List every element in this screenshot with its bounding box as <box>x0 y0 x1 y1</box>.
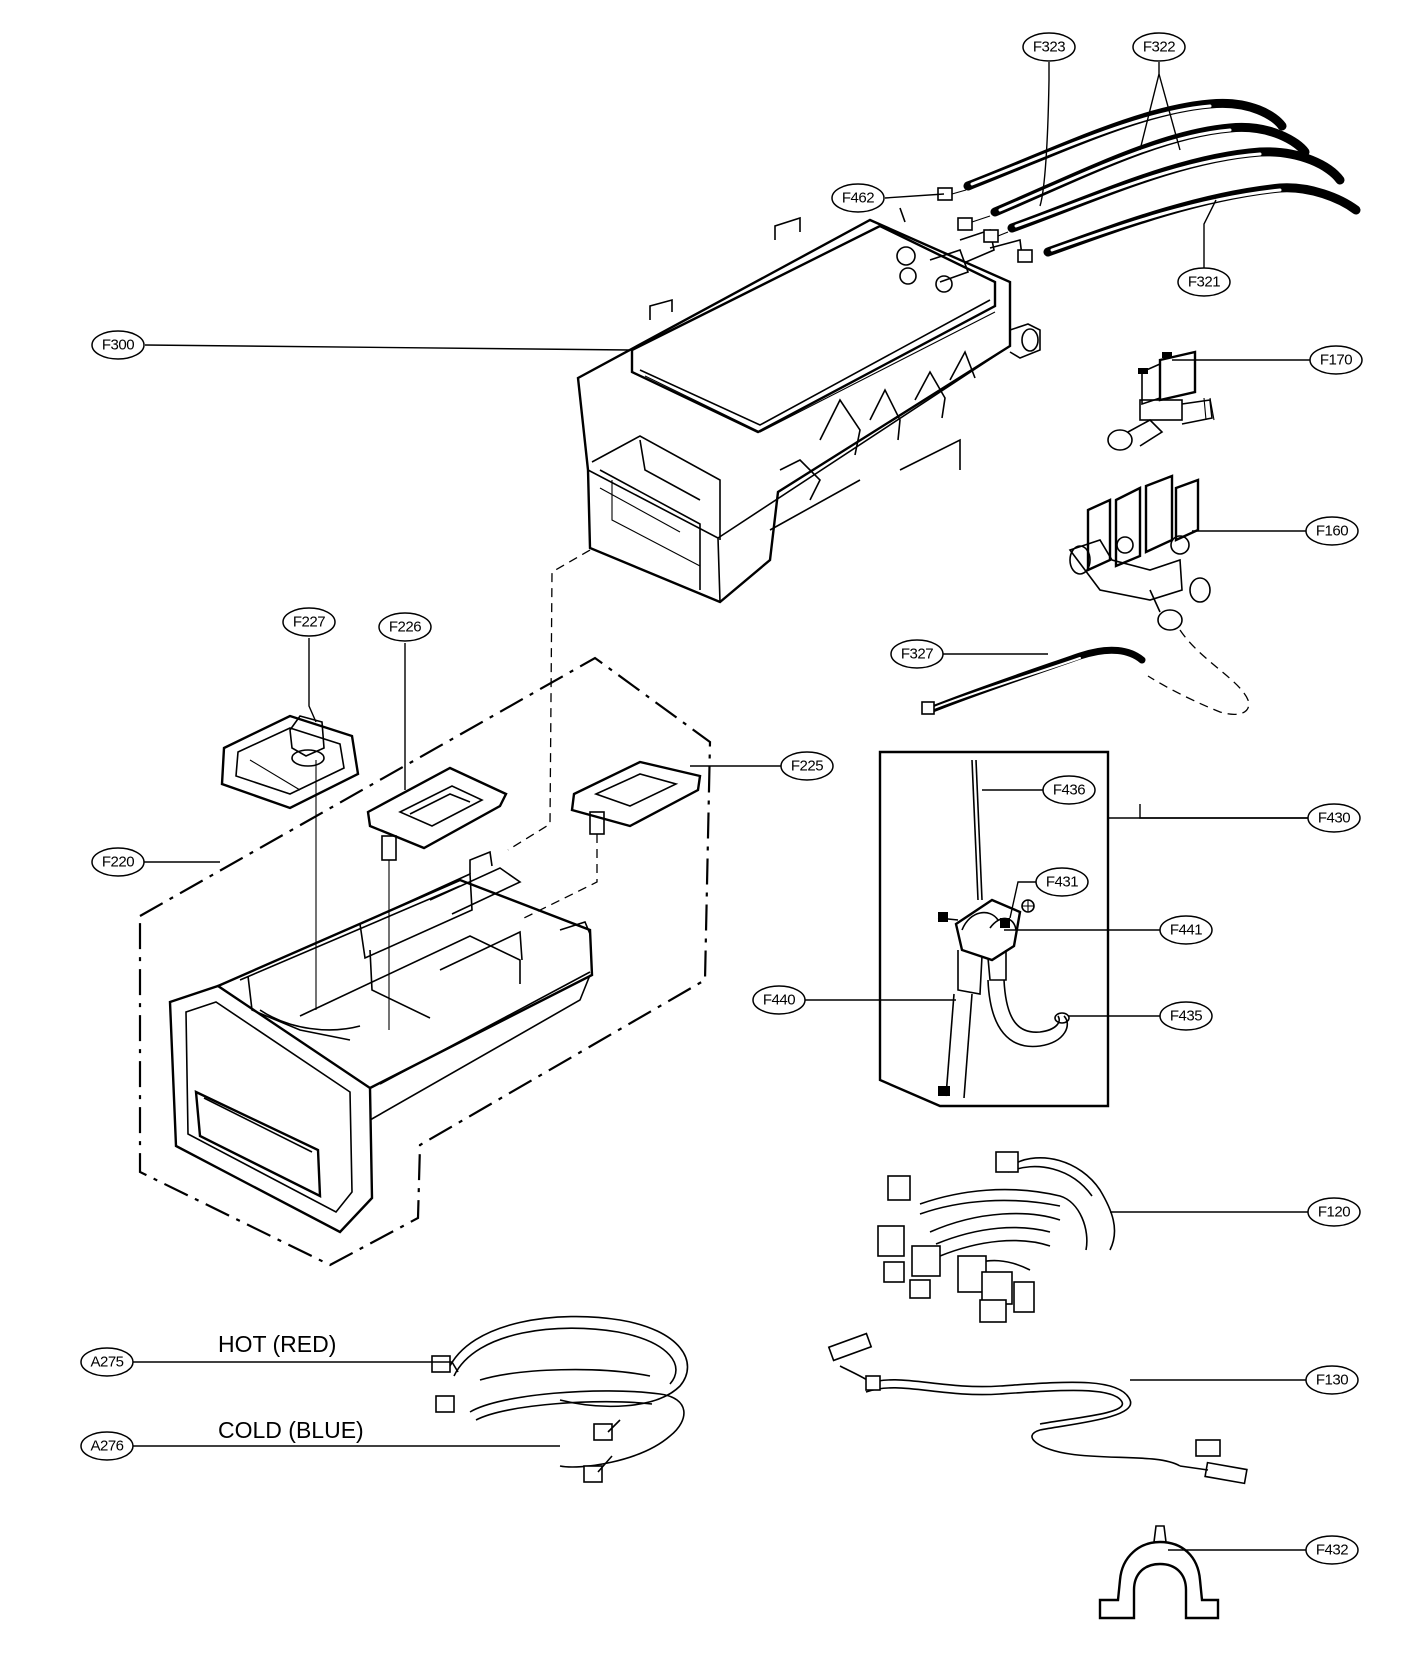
svg-text:F441: F441 <box>1170 922 1202 939</box>
svg-text:F130: F130 <box>1316 1372 1348 1389</box>
svg-text:A276: A276 <box>90 1438 123 1455</box>
svg-text:F327: F327 <box>901 646 933 663</box>
wire-harness-130 <box>827 1332 1248 1485</box>
hose-clamp <box>1098 1525 1220 1620</box>
water-inlet-hoses <box>431 1315 689 1483</box>
callout-F227: F227 <box>282 607 336 637</box>
drawer-cap <box>519 760 702 921</box>
dispenser-drawer <box>138 656 712 1267</box>
svg-text:F436: F436 <box>1053 782 1085 799</box>
svg-text:F431: F431 <box>1046 874 1078 891</box>
triple-water-valve <box>1068 474 1250 715</box>
svg-text:F170: F170 <box>1320 352 1352 369</box>
callout-F170: F170 <box>1309 345 1363 375</box>
callout-A275: A275 <box>80 1347 134 1377</box>
callout-F321: F321 <box>1177 267 1231 297</box>
callout-F220: F220 <box>91 847 145 877</box>
svg-text:A275: A275 <box>90 1354 123 1371</box>
svg-text:F323: F323 <box>1033 39 1065 56</box>
dispenser-housing <box>576 207 1041 604</box>
callout-F441: F441 <box>1159 915 1213 945</box>
valve-connector-hose <box>921 646 1146 715</box>
single-water-valve <box>1107 350 1215 451</box>
svg-text:F227: F227 <box>293 614 325 631</box>
svg-text:F220: F220 <box>102 854 134 871</box>
svg-text:F322: F322 <box>1143 39 1175 56</box>
callout-F120: F120 <box>1307 1197 1361 1227</box>
callout-F327: F327 <box>890 639 944 669</box>
callout-F322: F322 <box>1132 32 1186 62</box>
sensor-hose-group <box>878 750 1110 1108</box>
callout-A276: A276 <box>80 1431 134 1461</box>
siphon-cap <box>220 714 360 810</box>
svg-text:F435: F435 <box>1170 1008 1202 1025</box>
svg-text:F226: F226 <box>389 619 421 636</box>
callout-F225: F225 <box>780 751 834 781</box>
svg-text:F300: F300 <box>102 337 134 354</box>
callout-F432: F432 <box>1305 1535 1359 1565</box>
svg-text:F432: F432 <box>1316 1542 1348 1559</box>
svg-text:F430: F430 <box>1318 810 1350 827</box>
callout-F160: F160 <box>1305 516 1359 546</box>
svg-text:F160: F160 <box>1316 523 1348 540</box>
svg-text:F462: F462 <box>842 190 874 207</box>
callout-F300: F300 <box>91 330 145 360</box>
svg-text:F225: F225 <box>791 758 823 775</box>
callout-F431: F431 <box>1035 867 1089 897</box>
callout-F130: F130 <box>1305 1365 1359 1395</box>
drawer-divider-insert <box>366 766 508 1030</box>
callout-F323: F323 <box>1022 32 1076 62</box>
wire-harness-120 <box>877 1151 1116 1323</box>
corrugated-hose <box>945 993 973 1099</box>
callout-F226: F226 <box>378 612 432 642</box>
callout-F440: F440 <box>752 985 806 1015</box>
cold-hose-label: COLD (BLUE) <box>218 1417 364 1443</box>
callout-F462: F462 <box>831 183 885 213</box>
inlet-hoses <box>937 98 1361 263</box>
alignment-line <box>507 549 591 851</box>
svg-text:F321: F321 <box>1188 274 1220 291</box>
svg-text:F120: F120 <box>1318 1204 1350 1221</box>
hot-hose-label: HOT (RED) <box>218 1331 336 1357</box>
callout-F435: F435 <box>1159 1001 1213 1031</box>
callout-F436: F436 <box>1042 775 1096 805</box>
leader-lines <box>133 62 1310 1551</box>
svg-text:F440: F440 <box>763 992 795 1009</box>
callout-F430: F430 <box>1307 803 1361 833</box>
